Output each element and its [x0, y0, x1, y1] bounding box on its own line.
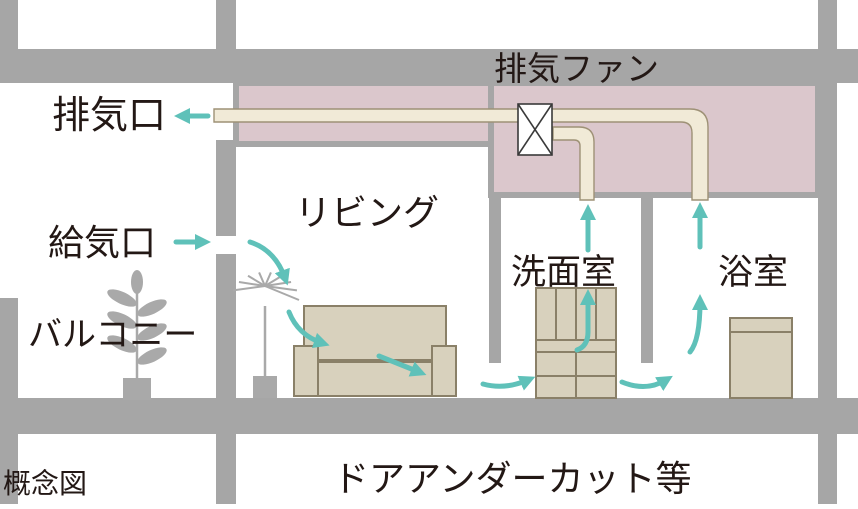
airflow-arrow-icon: [574, 288, 597, 353]
exhaust-port-label: 排気口: [52, 93, 167, 137]
wall-top-mid-post: [216, 0, 236, 83]
balcony-label: バルコニー: [28, 315, 198, 355]
wall-exterior-lower: [216, 254, 236, 404]
plant-pot: [253, 376, 277, 398]
supply-port-label: 給気口: [48, 223, 157, 264]
leaf: [107, 289, 137, 307]
leaf: [137, 347, 167, 365]
door-undercut-label: ドアアンダーカット等: [333, 459, 692, 500]
wall-bottom-mid-post: [216, 434, 236, 504]
plant-icon: [107, 270, 167, 400]
wall-top-band: [0, 49, 858, 83]
frond: [247, 274, 266, 287]
airflow-arrow-icon: [619, 375, 673, 391]
bathroom-label: 浴室: [718, 253, 789, 293]
frond: [258, 272, 266, 287]
washroom-label: 洗面室: [511, 253, 617, 293]
plant-icon: [232, 272, 300, 398]
sofa-icon: [293, 305, 457, 397]
fan-box-icon: [517, 103, 553, 156]
wall-right-edge: [818, 83, 837, 404]
frond: [238, 281, 266, 287]
washroom-left-wall: [489, 195, 501, 363]
wall-top-right-post: [818, 0, 837, 83]
leaf: [137, 299, 167, 317]
bathtub-icon: [729, 317, 793, 399]
airflow-arrow-icon: [480, 375, 536, 391]
wall-left-lower: [0, 298, 18, 404]
wall-bottom-right-post: [818, 434, 837, 504]
airflow-arrow-icon: [247, 239, 290, 286]
leaf: [131, 270, 143, 294]
concept-diagram-label: 概念図: [3, 467, 88, 500]
washroom-branch-duct: [552, 126, 595, 201]
airflow-arrow-icon: [286, 309, 330, 349]
exhaust-duct: [213, 108, 709, 201]
frond: [232, 285, 266, 292]
bathroom-left-wall: [641, 195, 653, 363]
exhaust-fan-label: 排気ファン: [494, 49, 659, 88]
airflow-arrows: [173, 107, 709, 391]
leaf: [107, 335, 137, 353]
wall-bottom-band: [0, 398, 858, 434]
wall-bottom-left-post: [0, 434, 18, 504]
airflow-arrow-icon: [376, 353, 427, 377]
plant-pot: [123, 378, 151, 400]
ducts: [213, 108, 709, 201]
leaf: [137, 323, 167, 341]
wall-exterior-upper: [216, 140, 236, 236]
leaf: [107, 311, 137, 329]
frond: [264, 285, 298, 292]
wall-top-left-post: [0, 0, 18, 83]
airflow-arrow-icon: [687, 293, 708, 355]
living-room-label: リビング: [295, 193, 440, 234]
vanity-cabinet-icon: [535, 287, 617, 399]
frond: [264, 272, 272, 287]
frond: [264, 285, 300, 301]
